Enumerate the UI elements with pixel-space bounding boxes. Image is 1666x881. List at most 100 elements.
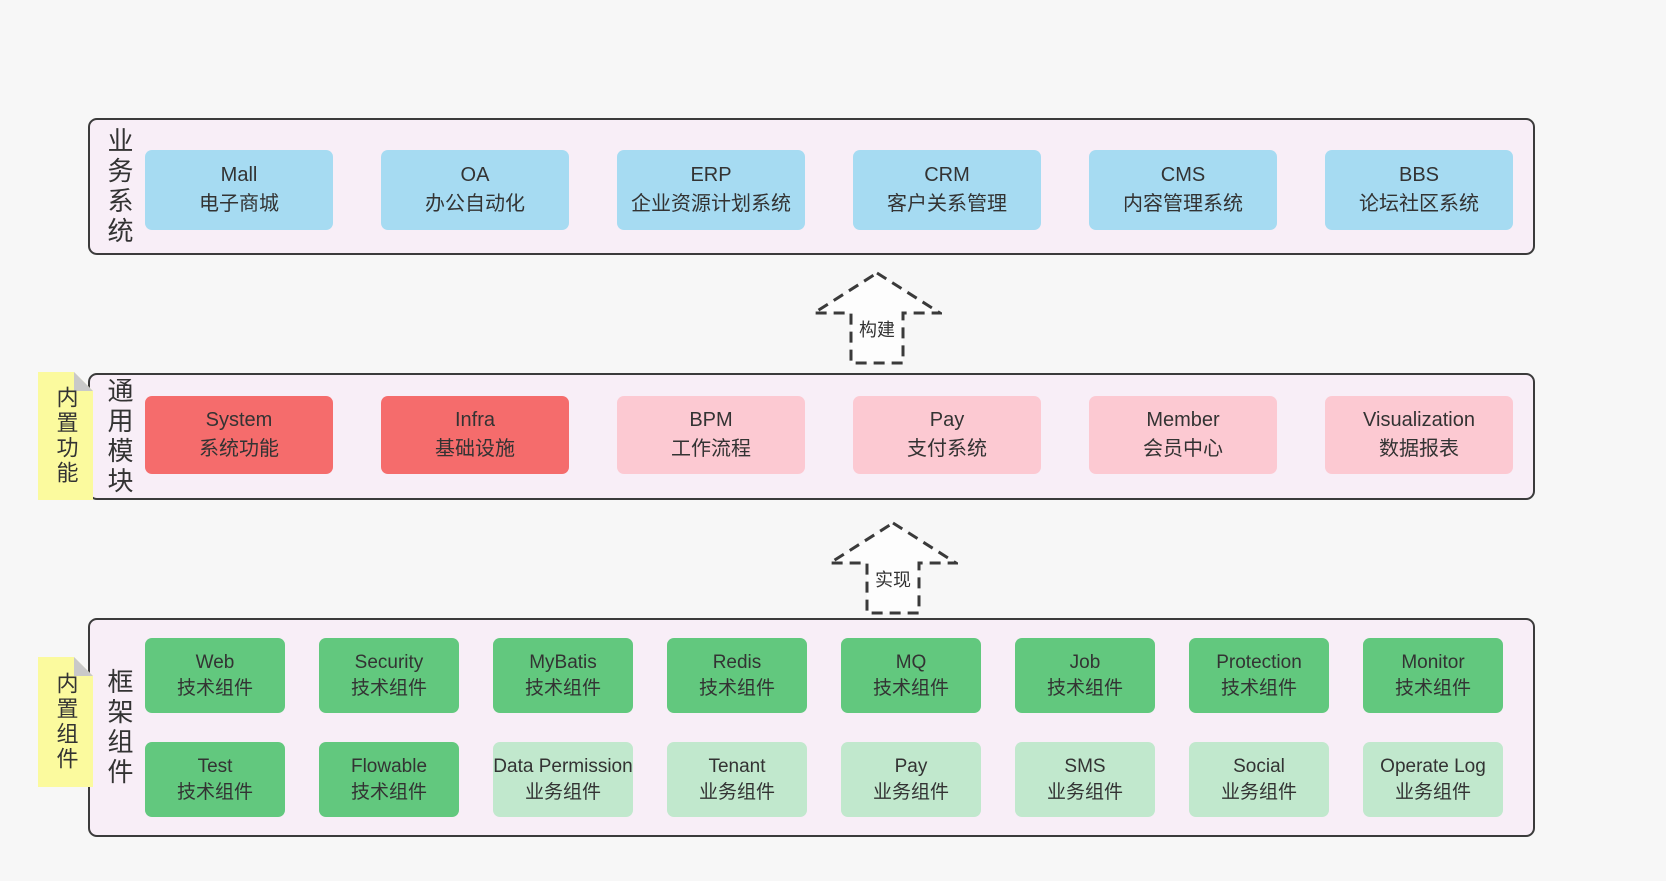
box-erp: ERP 企业资源计划系统 (617, 150, 805, 230)
box-title: Redis (712, 652, 762, 674)
box-bpm: BPM 工作流程 (617, 396, 805, 474)
box-cms: CMS 内容管理系统 (1089, 150, 1277, 230)
box-title: OA (460, 164, 490, 186)
build-arrow-label: 构建 (858, 316, 896, 342)
box-system: System 系统功能 (145, 396, 333, 474)
box-subtitle: 技术组件 (350, 781, 427, 803)
box-job: Job 技术组件 (1015, 638, 1155, 713)
box-bbs: BBS 论坛社区系统 (1325, 150, 1513, 230)
box-subtitle: 论坛社区系统 (1359, 193, 1479, 215)
common-modules-row: System 系统功能 Infra 基础设施 BPM 工作流程 Pay 支付系统… (145, 396, 1513, 474)
box-subtitle: 支付系统 (907, 438, 987, 460)
box-title: Protection (1216, 652, 1302, 674)
box-title: Test (197, 756, 233, 778)
builtin-components-label: 内置组件 (53, 672, 79, 772)
box-title: Visualization (1363, 409, 1475, 431)
box-title: Web (195, 652, 235, 674)
box-social: Social 业务组件 (1189, 742, 1329, 817)
box-subtitle: 技术组件 (524, 677, 601, 699)
box-sms: SMS 业务组件 (1015, 742, 1155, 817)
box-title: Member (1146, 409, 1220, 431)
box-mybatis: MyBatis 技术组件 (493, 638, 633, 713)
box-subtitle: 业务组件 (1220, 781, 1297, 803)
box-subtitle: 技术组件 (176, 677, 253, 699)
box-subtitle: 技术组件 (872, 677, 949, 699)
box-title: MyBatis (529, 652, 597, 674)
box-subtitle: 技术组件 (698, 677, 775, 699)
box-title: Infra (454, 409, 496, 431)
box-title: Operate Log (1380, 756, 1486, 778)
box-operate-log: Operate Log 业务组件 (1363, 742, 1503, 817)
box-title: Job (1069, 652, 1101, 674)
box-title: Monitor (1401, 652, 1465, 674)
box-monitor: Monitor 技术组件 (1363, 638, 1503, 713)
box-title: Data Permission (493, 756, 633, 778)
box-title: Security (354, 652, 424, 674)
box-subtitle: 技术组件 (1220, 677, 1297, 699)
box-subtitle: 业务组件 (872, 781, 949, 803)
box-subtitle: 办公自动化 (425, 193, 525, 215)
box-title: Tenant (708, 756, 766, 778)
box-subtitle: 技术组件 (1046, 677, 1123, 699)
box-title: MQ (895, 652, 927, 674)
tech-components-row: Web 技术组件 Security 技术组件 MyBatis 技术组件 Redi… (145, 638, 1503, 713)
build-arrow: 构建 (812, 271, 942, 365)
box-visualization: Visualization 数据报表 (1325, 396, 1513, 474)
box-mq: MQ 技术组件 (841, 638, 981, 713)
common-modules-label: 通用模块 (104, 376, 134, 497)
box-security: Security 技术组件 (319, 638, 459, 713)
box-subtitle: 企业资源计划系统 (631, 193, 791, 215)
box-title: Flowable (350, 756, 428, 778)
box-subtitle: 业务组件 (524, 781, 601, 803)
box-redis: Redis 技术组件 (667, 638, 807, 713)
box-member: Member 会员中心 (1089, 396, 1277, 474)
implement-arrow-label: 实现 (874, 566, 912, 592)
box-title: Mall (220, 164, 258, 186)
box-title: BBS (1398, 164, 1440, 186)
box-oa: OA 办公自动化 (381, 150, 569, 230)
box-title: SMS (1064, 756, 1106, 778)
box-title: CMS (1160, 164, 1206, 186)
biz-components-row: Test 技术组件 Flowable 技术组件 Data Permission … (145, 742, 1503, 817)
box-subtitle: 业务组件 (1046, 781, 1123, 803)
box-protection: Protection 技术组件 (1189, 638, 1329, 713)
box-web: Web 技术组件 (145, 638, 285, 713)
builtin-features-label: 内置功能 (53, 386, 79, 486)
box-pay-component: Pay 业务组件 (841, 742, 981, 817)
sticky-paper (38, 372, 93, 500)
box-subtitle: 数据报表 (1379, 438, 1459, 460)
box-title: CRM (924, 164, 970, 186)
box-subtitle: 系统功能 (199, 438, 279, 460)
box-pay-system: Pay 支付系统 (853, 396, 1041, 474)
builtin-components-sticky-note: 内置组件 (38, 657, 93, 787)
box-subtitle: 业务组件 (698, 781, 775, 803)
box-subtitle: 业务组件 (1394, 781, 1471, 803)
box-title: Social (1233, 756, 1285, 778)
box-subtitle: 客户关系管理 (887, 193, 1007, 215)
box-infra: Infra 基础设施 (381, 396, 569, 474)
box-subtitle: 技术组件 (1394, 677, 1471, 699)
box-title: Pay (894, 756, 928, 778)
framework-components-container: 框架组件 Web 技术组件 Security 技术组件 MyBatis 技术组件… (88, 618, 1535, 837)
business-systems-container: 业务系统 Mall 电子商城 OA 办公自动化 ERP 企业资源计划系统 CRM… (88, 118, 1535, 255)
box-subtitle: 会员中心 (1143, 438, 1223, 460)
framework-components-label: 框架组件 (104, 667, 134, 788)
sticky-paper (38, 657, 93, 787)
box-crm: CRM 客户关系管理 (853, 150, 1041, 230)
box-title: Pay (929, 409, 965, 431)
box-title: System (205, 409, 273, 431)
box-test: Test 技术组件 (145, 742, 285, 817)
box-tenant: Tenant 业务组件 (667, 742, 807, 817)
business-systems-label: 业务系统 (104, 126, 134, 247)
box-subtitle: 基础设施 (435, 438, 515, 460)
box-mall: Mall 电子商城 (145, 150, 333, 230)
box-subtitle: 电子商城 (199, 193, 279, 215)
box-subtitle: 工作流程 (671, 438, 751, 460)
business-systems-row: Mall 电子商城 OA 办公自动化 ERP 企业资源计划系统 CRM 客户关系… (145, 150, 1513, 230)
box-flowable: Flowable 技术组件 (319, 742, 459, 817)
box-title: ERP (690, 164, 732, 186)
common-modules-container: 通用模块 System 系统功能 Infra 基础设施 BPM 工作流程 Pay… (88, 373, 1535, 500)
box-subtitle: 技术组件 (350, 677, 427, 699)
builtin-features-sticky-note: 内置功能 (38, 372, 93, 500)
